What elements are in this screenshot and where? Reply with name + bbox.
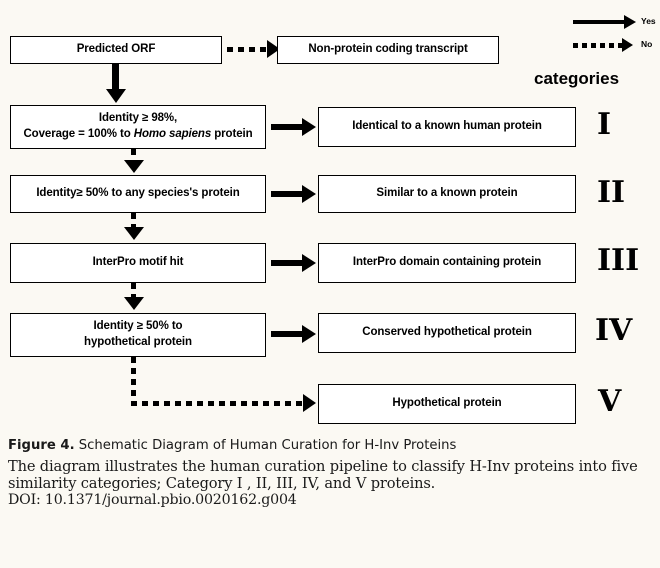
caption-doi: DOI: 10.1371/journal.pbio.0020162.g004 <box>8 492 297 509</box>
arrow-orf-down <box>105 64 126 103</box>
caption-figure-number: Figure 4. <box>8 438 75 453</box>
category-numeral-v: V <box>598 384 622 419</box>
box-predicted-orf[interactable]: Predicted ORF <box>10 36 222 64</box>
category-numeral-ii: II <box>597 175 626 210</box>
outcome-2-label: Similar to a known protein <box>376 187 518 200</box>
box-outcome-identical-human-protein[interactable]: Identical to a known human protein <box>318 107 576 147</box>
box-outcome-interpro-domain-containing[interactable]: InterPro domain containing protein <box>318 243 576 283</box>
arrow-decision3-no <box>123 283 144 310</box>
arrow-orf-to-noncoding <box>227 40 280 58</box>
decision-3-line-1: InterPro motif hit <box>92 256 184 269</box>
decision-1-line-1: Identity ≥ 98%, <box>98 112 178 125</box>
box-decision-identity-98[interactable]: Identity ≥ 98%, Coverage = 100% to Homo … <box>10 105 266 149</box>
box-decision-identity-50-hypothetical[interactable]: Identity ≥ 50% to hypothetical protein <box>10 313 266 357</box>
arrow-decision4-no-horizontal <box>131 394 316 412</box>
outcome-1-label: Identical to a known human protein <box>352 120 542 133</box>
box-outcome-hypothetical-protein[interactable]: Hypothetical protein <box>318 384 576 424</box>
arrow-decision3-yes <box>271 254 316 272</box>
outcome-4-label: Conserved hypothetical protein <box>362 326 532 339</box>
legend-no-label: No <box>641 39 653 49</box>
categories-title: categories <box>534 69 620 88</box>
caption-body: The diagram illustrates the human curati… <box>8 458 638 493</box>
box-predicted-orf-label: Predicted ORF <box>76 43 156 56</box>
arrow-decision1-no <box>123 149 144 173</box>
box-outcome-conserved-hypothetical[interactable]: Conserved hypothetical protein <box>318 313 576 353</box>
box-outcome-similar-known-protein[interactable]: Similar to a known protein <box>318 175 576 213</box>
arrow-decision4-yes <box>271 325 316 343</box>
arrow-decision2-yes <box>271 185 316 203</box>
legend-solid-arrow-icon <box>573 14 636 29</box>
flowchart-diagram: Yes No categories Predicted ORF Non-prot… <box>10 14 656 424</box>
legend-dotted-arrow-icon <box>573 38 633 51</box>
category-numeral-iii: III <box>597 243 640 278</box>
caption-title: Figure 4. Schematic Diagram of Human Cur… <box>8 436 653 455</box>
arrow-decision2-no <box>123 213 144 240</box>
arrow-decision1-yes <box>271 118 316 136</box>
category-numeral-i: I <box>597 107 612 142</box>
outcome-5-label: Hypothetical protein <box>392 397 502 410</box>
arrow-decision4-no-vertical <box>131 357 136 406</box>
category-numeral-iv: IV <box>595 313 633 348</box>
legend-yes-label: Yes <box>641 16 656 26</box>
box-decision-identity-50-any-species[interactable]: Identity≥ 50% to any species's protein <box>10 175 266 213</box>
box-non-protein-coding-transcript-label: Non-protein coding transcript <box>308 43 468 56</box>
decision-1-line-2: Coverage = 100% to Homo sapiens protein <box>23 128 253 140</box>
decision-4-line-2: hypothetical protein <box>84 336 192 348</box>
decision-4-line-1: Identity ≥ 50% to <box>93 320 183 333</box>
box-decision-interpro-motif-hit[interactable]: InterPro motif hit <box>10 243 266 283</box>
figure-caption: Figure 4. Schematic Diagram of Human Cur… <box>8 436 653 509</box>
outcome-3-label: InterPro domain containing protein <box>352 256 542 269</box>
decision-2-line-1: Identity≥ 50% to any species's protein <box>36 187 240 200</box>
box-non-protein-coding-transcript[interactable]: Non-protein coding transcript <box>277 36 499 64</box>
caption-title-text: Schematic Diagram of Human Curation for … <box>74 438 457 453</box>
